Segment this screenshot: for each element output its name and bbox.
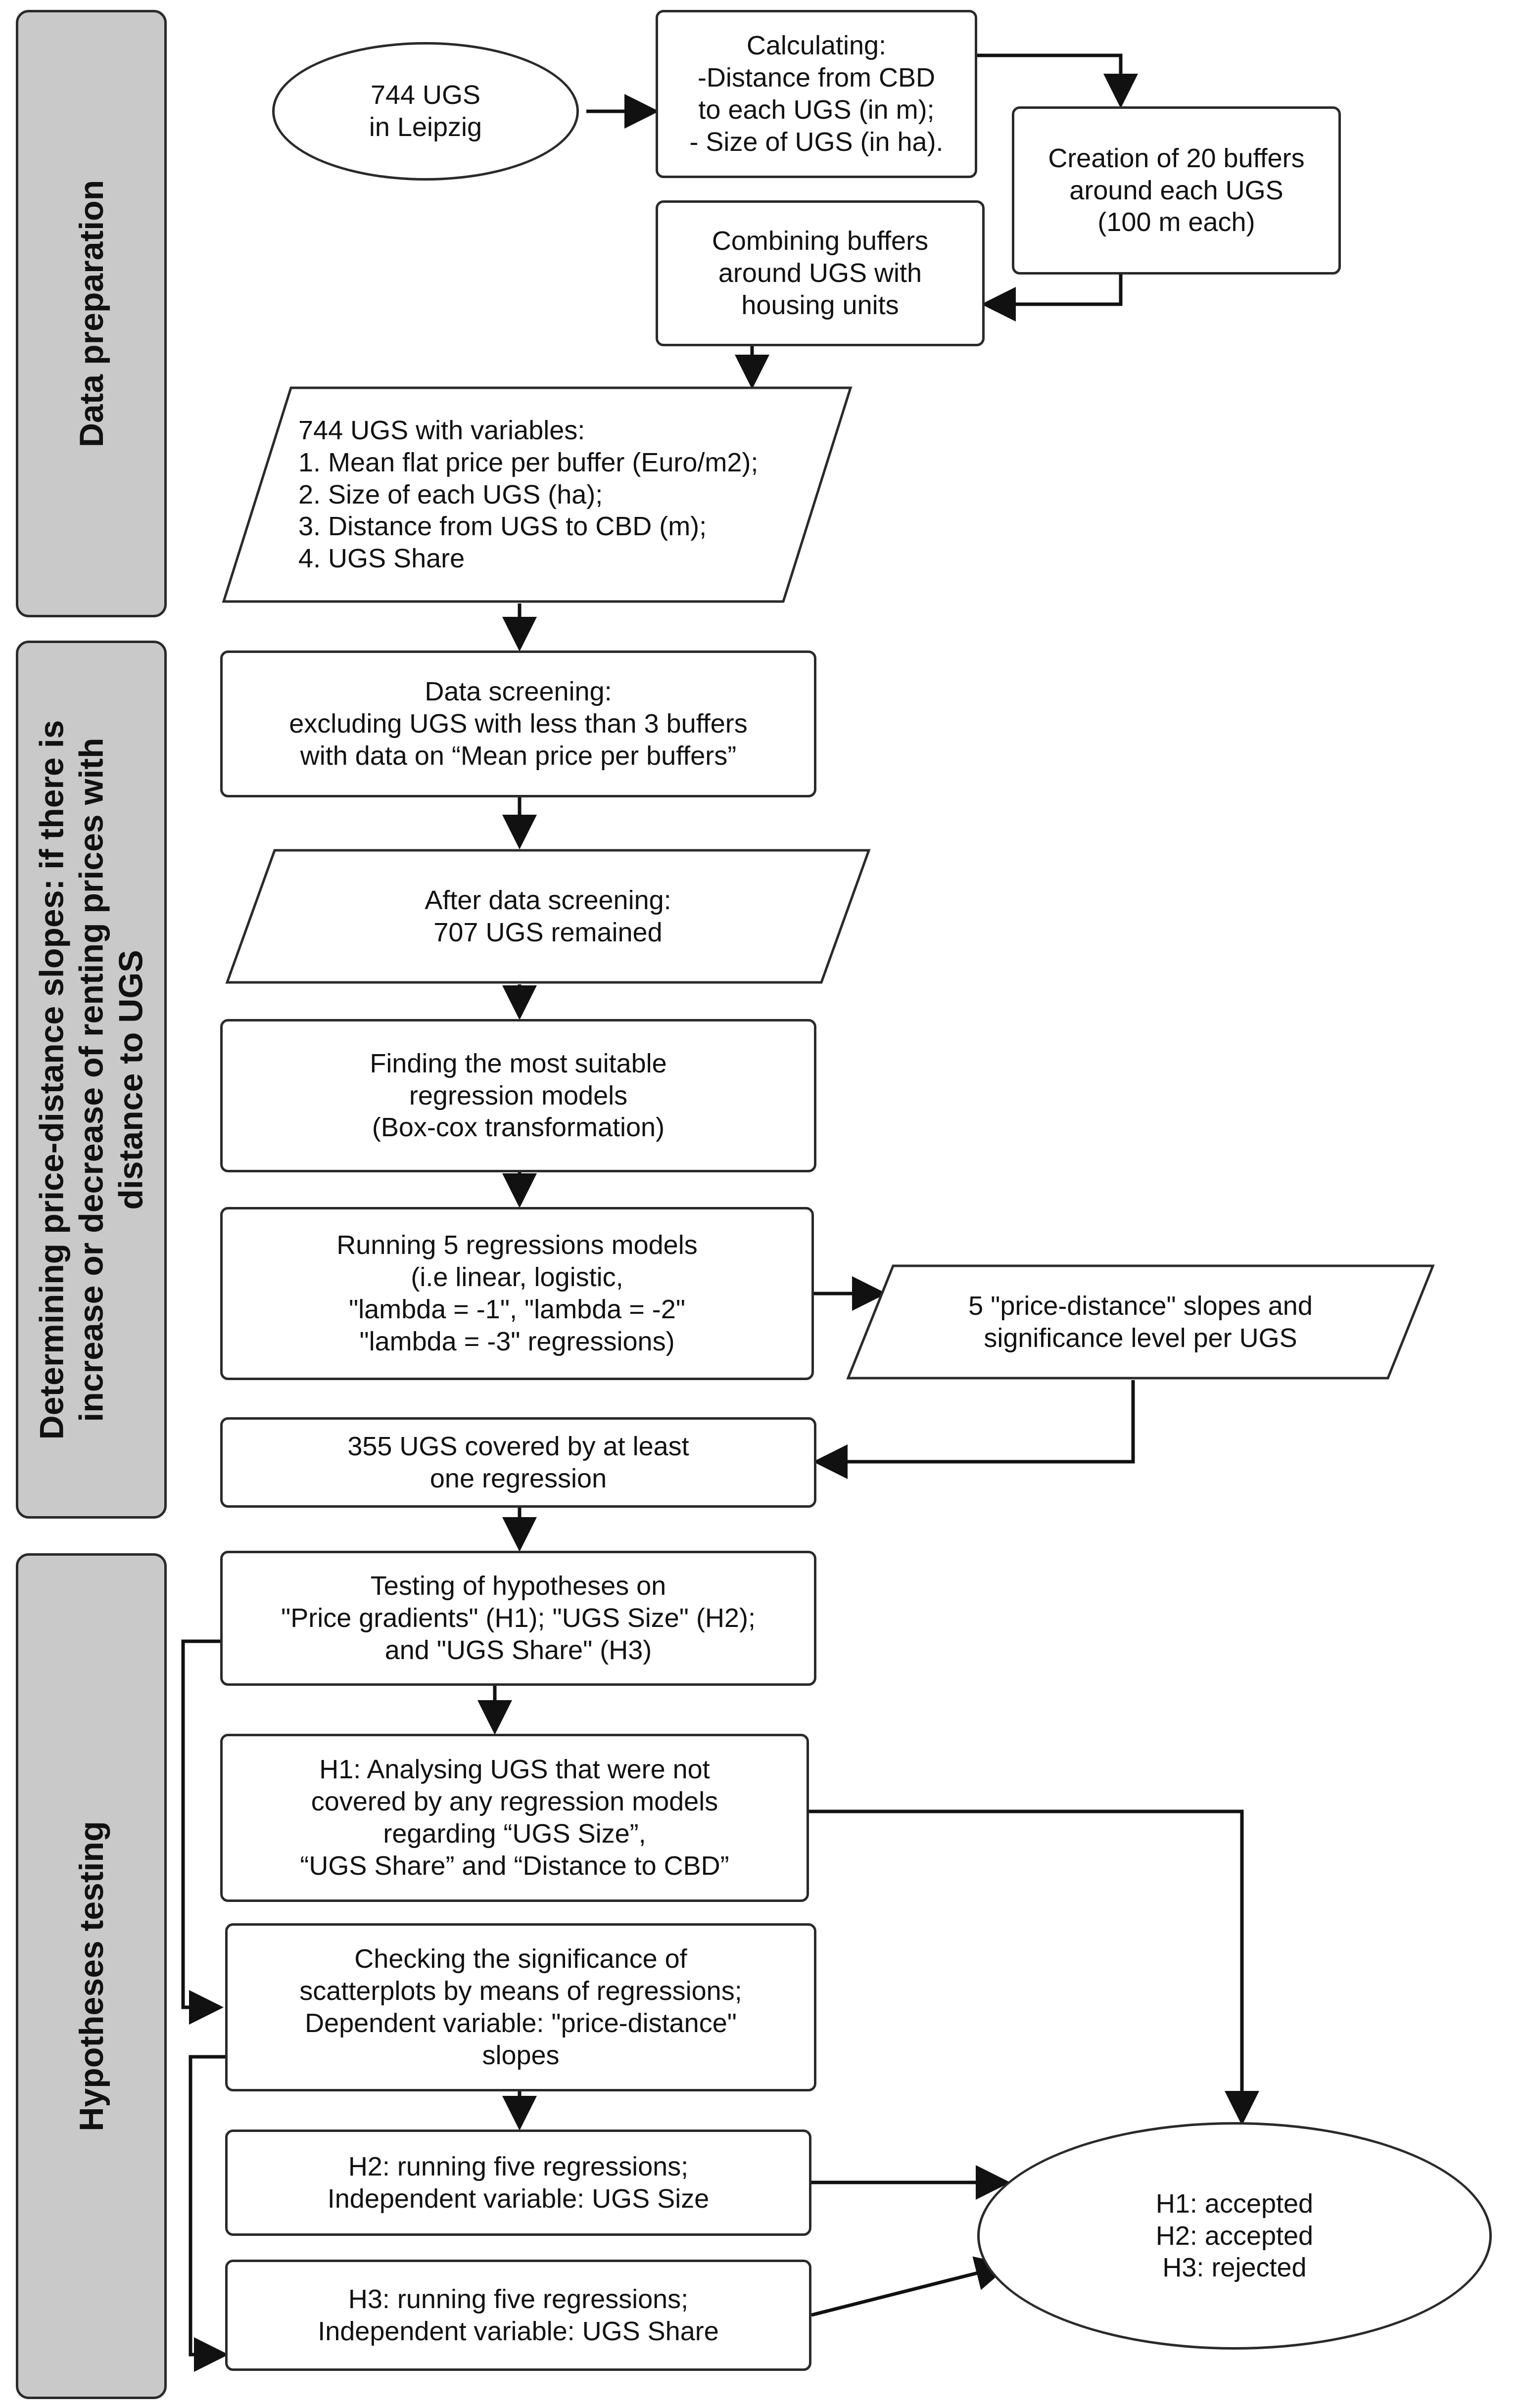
node-creation-buffers: Creation of 20 buffers around each UGS (… [1012,106,1341,275]
variables-item-1: 1. Mean flat price per buffer (Euro/m2); [298,447,759,477]
arrow-h3-to-results [811,2256,1010,2317]
arrow-buffers-to-combine [981,275,1123,322]
node-after-screening: After data screening: 707 UGS remained [225,848,871,984]
arrow-testing-to-checking [181,1639,224,2025]
node-price-distance-slopes: 5 "price-distance" slopes and significan… [846,1264,1435,1380]
variables-item-3: 3. Distance from UGS to CBD (m); [298,511,707,542]
node-testing-hypotheses: Testing of hypotheses on "Price gradient… [220,1551,816,1686]
node-running-regressions: Running 5 regressions models (i.e linear… [220,1207,814,1380]
phase-data-preparation: Data preparation [16,10,167,617]
variables-item-2: 2. Size of each UGS (ha); [298,479,603,509]
node-744-ugs-variables: 744 UGS with variables: 1. Mean flat pri… [222,386,853,603]
arrow-slopes-to-covered [813,1380,1135,1479]
node-744-ugs-leipzig: 744 UGS in Leipzig [272,42,579,181]
arrow-calc-to-buffers [977,53,1138,108]
phase-price-distance-slopes: Determining price-distance slopes: if th… [16,641,167,1519]
node-h1-analysis: H1: Analysing UGS that were not covered … [220,1734,809,1902]
phase-hypotheses-testing: Hypotheses testing [16,1553,167,2399]
node-finding-regression: Finding the most suitable regression mod… [220,1019,816,1172]
variables-item-4: 4. UGS Share [298,544,465,574]
price-distance-slopes-text: 5 "price-distance" slopes and significan… [968,1291,1313,1353]
arrow-h1analysis-to-results [809,1809,1259,2126]
after-screening-text: After data screening: 707 UGS remained [425,885,671,947]
node-data-screening: Data screening: excluding UGS with less … [220,650,816,797]
node-checking-significance: Checking the significance of scatterplot… [225,1923,816,2091]
node-355-ugs-covered: 355 UGS covered by at least one regressi… [220,1417,816,1508]
node-h3-regressions: H3: running five regressions; Independen… [225,2260,811,2371]
node-combining-buffers: Combining buffers around UGS with housin… [656,200,985,346]
node-calculating: Calculating: -Distance from CBD to each … [656,10,977,178]
node-h2-regressions: H2: running five regressions; Independen… [225,2130,811,2236]
variables-title: 744 UGS with variables: [298,416,585,445]
arrow-checking-to-h3 [189,2055,229,2372]
node-hypotheses-results: H1: accepted H2: accepted H3: rejected [977,2122,1492,2350]
